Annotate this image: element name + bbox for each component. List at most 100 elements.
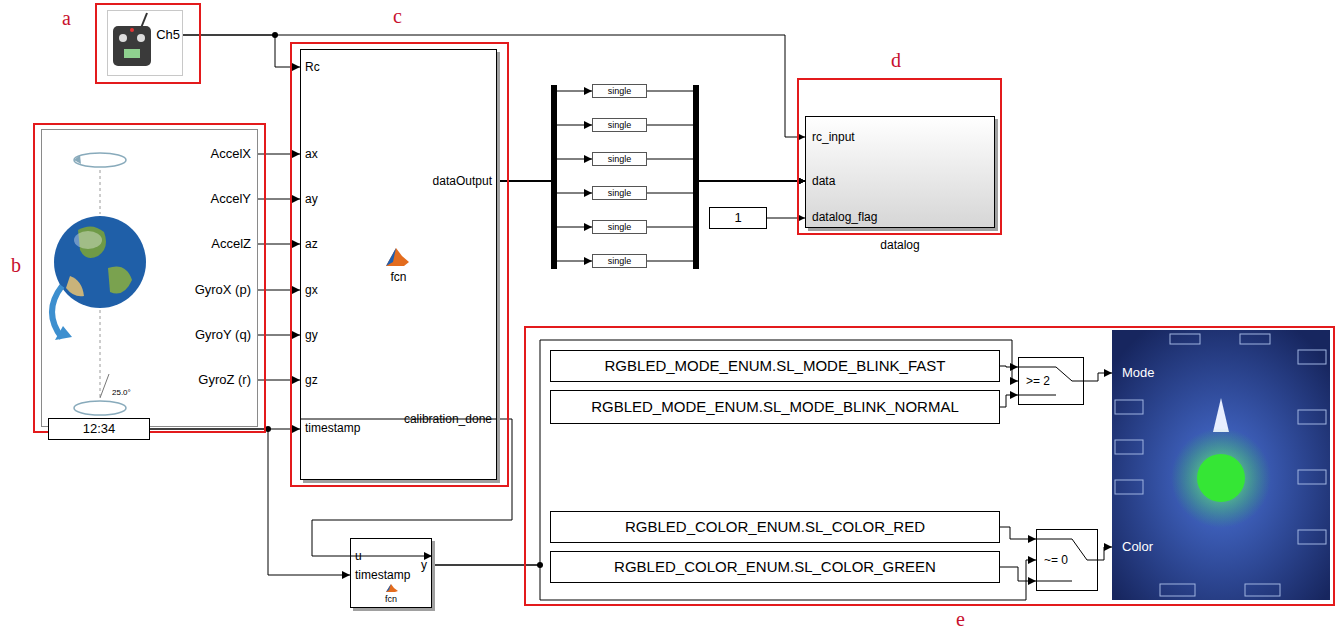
earth-illustration <box>52 153 146 415</box>
text-slot: RGBLED_MODE_ENUM.SL_MODE_BLINK_NORMAL <box>551 391 999 423</box>
switch-symbol <box>1037 539 1097 581</box>
constant-block: 12:34 <box>48 418 150 440</box>
block-name: fcn <box>390 270 406 285</box>
port-label: az <box>305 237 318 252</box>
matlab-function-block: utimestampfcny <box>350 538 432 608</box>
text-slot: calibration_done <box>404 412 492 427</box>
text-slot: e <box>956 607 965 631</box>
text-slot: AccelY <box>211 191 251 207</box>
text-slot: rc_input <box>812 130 855 145</box>
text-slot: fcn <box>301 270 496 285</box>
port-label: Color <box>1122 539 1153 555</box>
axis-line <box>100 310 101 398</box>
port-label: timestamp <box>305 421 360 436</box>
data-type-conversion: single <box>592 186 647 200</box>
stick <box>119 34 127 42</box>
data-type-conversion: single <box>592 220 647 234</box>
matlab-icon <box>386 248 409 266</box>
text-slot: single <box>593 187 646 199</box>
signal-line <box>647 181 805 193</box>
region-letter: e <box>956 607 965 631</box>
region-frame: aCh5 <box>95 3 201 84</box>
port-label: GyroZ (r) <box>198 372 251 388</box>
switch-block: ~= 0 <box>1036 529 1098 591</box>
antenna <box>141 13 147 28</box>
led <box>1197 454 1245 502</box>
text-slot: single <box>593 255 646 267</box>
text-slot: timestamp <box>305 421 360 436</box>
signal-line <box>1000 366 1018 367</box>
text-slot: Ch5 <box>156 27 180 43</box>
switch-contact <box>1037 539 1072 540</box>
rgb-led-board <box>1112 330 1330 600</box>
signal-line <box>497 181 592 261</box>
text-slot: datalog <box>806 238 994 253</box>
block-text: single <box>608 119 632 131</box>
angle-label: 25.0° <box>112 388 131 398</box>
data-type-conversion: single <box>592 254 647 268</box>
board-connector <box>1298 530 1326 544</box>
text-slot: dataOutput <box>433 174 492 189</box>
region-letter: c <box>393 4 402 28</box>
port-label: AccelX <box>211 146 251 162</box>
junction-dot <box>272 32 278 38</box>
board-connector <box>1298 350 1326 364</box>
text-slot: RGBLED_COLOR_ENUM.SL_COLOR_RED <box>551 512 999 542</box>
signal-line <box>1084 373 1112 381</box>
port-label: ax <box>305 147 318 162</box>
text-slot: gy <box>305 328 318 343</box>
matlab-peak <box>386 248 409 266</box>
text-slot: 12:34 <box>49 419 149 439</box>
text-slot: GyroY (q) <box>195 327 251 343</box>
region-letter: d <box>891 48 901 72</box>
signal-line <box>647 91 805 181</box>
text-slot: timestamp <box>355 568 410 583</box>
text-slot: y <box>421 558 427 573</box>
rc-input-block: Ch5 <box>107 10 183 76</box>
switch-contact <box>1037 581 1072 582</box>
matlab-peak <box>386 248 396 266</box>
board-connector <box>1115 400 1143 414</box>
rotation-ring <box>74 401 126 415</box>
text-slot: Rc <box>305 60 320 75</box>
port-label: timestamp <box>355 568 410 583</box>
text-slot: GyroZ (r) <box>198 372 251 388</box>
block-text: single <box>608 221 632 233</box>
data-type-conversion: single <box>592 118 647 132</box>
junction-dot <box>537 562 543 568</box>
screen <box>124 49 140 58</box>
signal-line <box>1000 527 1036 539</box>
led-glow <box>1171 428 1271 528</box>
direction-arrow <box>1213 398 1229 432</box>
earth-globe <box>54 216 146 308</box>
text-slot: 25.0° <box>112 388 131 398</box>
signal-line <box>300 419 512 556</box>
signal-line <box>183 35 805 137</box>
text-slot: fcn <box>351 594 431 605</box>
board-connector <box>1170 334 1200 344</box>
port-label: gz <box>305 373 318 388</box>
matlab-peak <box>386 584 391 592</box>
matlab-function-block: RcaxayazgxgygztimestampfcndataOutputcali… <box>300 49 497 480</box>
text-slot: RGBLED_MODE_ENUM.SL_MODE_BLINK_FAST <box>551 351 999 381</box>
text-slot: a <box>62 6 71 30</box>
signal-line <box>1000 395 1018 407</box>
region-frame: eRGBLED_MODE_ENUM.SL_MODE_BLINK_FASTRGBL… <box>524 326 1335 606</box>
matlab-icon <box>386 584 398 592</box>
signal-line <box>497 181 592 227</box>
signal-line <box>647 159 805 181</box>
switch-block: >= 2 <box>1018 357 1084 405</box>
port-label: y <box>421 558 427 573</box>
constant-value: 1 <box>734 210 741 226</box>
block-name: datalog <box>880 238 919 253</box>
board-connector <box>1240 334 1270 344</box>
indicator <box>130 28 134 32</box>
text-slot: gx <box>305 283 318 298</box>
axis-line <box>100 170 101 214</box>
text-slot: gz <box>305 373 318 388</box>
spin-arrowhead <box>55 326 72 340</box>
signal-line <box>1098 547 1112 560</box>
cloud <box>74 231 102 249</box>
